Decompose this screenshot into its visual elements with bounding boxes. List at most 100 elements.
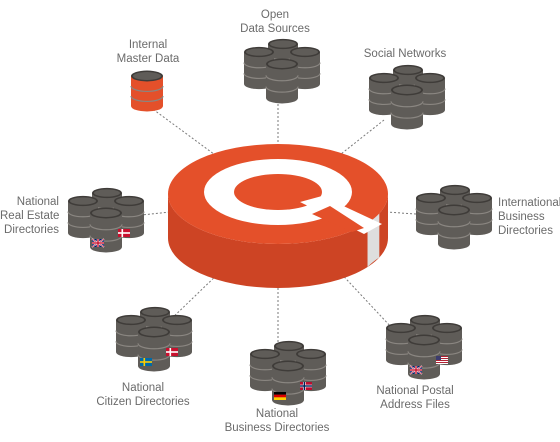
label-line: Directories xyxy=(4,224,59,236)
cylinder-top-inner xyxy=(118,316,144,324)
flag-us-icon xyxy=(436,356,448,364)
cylinder-top-inner xyxy=(371,74,397,82)
cylinder-top-inner xyxy=(142,308,168,316)
cylinder-top-inner xyxy=(434,324,460,332)
cylinder-ring xyxy=(437,232,471,239)
cylinder-top-inner xyxy=(116,197,142,205)
label-line: Data Sources xyxy=(240,23,310,35)
cylinder-ring xyxy=(390,101,424,108)
cylinder xyxy=(137,326,171,372)
cylinder-top-inner xyxy=(246,48,272,56)
cylinder-ring xyxy=(89,235,123,242)
database-cluster-icon-social xyxy=(368,64,446,130)
label-line: National xyxy=(255,408,299,420)
cylinder xyxy=(89,207,123,253)
flag-no-icon xyxy=(300,382,312,390)
flag-uk-icon xyxy=(91,238,105,248)
label-line: Social Networks xyxy=(363,48,447,60)
label-national-real-estate-directories: National Real Estate Directories xyxy=(0,195,59,237)
label-line: Open xyxy=(260,9,290,21)
cylinder xyxy=(390,84,424,130)
cylinder-top-inner xyxy=(252,350,278,358)
cylinder xyxy=(265,58,299,104)
label-line: Business Directories xyxy=(224,422,330,434)
flag-uk-icon xyxy=(409,365,423,375)
label-line: Internal xyxy=(128,39,168,51)
cylinder-top-inner xyxy=(292,48,318,56)
cylinder-top-inner xyxy=(70,197,96,205)
label-line: Master Data xyxy=(116,53,180,65)
label-internal-master-data: Internal Master Data xyxy=(103,38,193,66)
flag-de-icon xyxy=(274,392,286,400)
cylinder-ring xyxy=(137,343,171,350)
cylinder xyxy=(130,70,164,112)
label-line: Citizen Directories xyxy=(96,396,190,408)
cylinder-top-inner xyxy=(417,74,443,82)
database-cluster-icon-business xyxy=(249,340,327,406)
cylinder-ring xyxy=(407,351,441,358)
cylinder-top-inner xyxy=(412,316,438,324)
hub-side xyxy=(168,194,388,288)
connector-social xyxy=(335,119,385,159)
cylinder-top-inner xyxy=(274,362,302,370)
database-cluster-icon-open xyxy=(243,38,321,104)
cylinder-top-inner xyxy=(140,328,168,336)
cylinder xyxy=(437,204,471,250)
cylinder-top-inner xyxy=(164,316,190,324)
database-cluster-icon-realestate xyxy=(67,187,145,253)
cylinder-ring xyxy=(265,75,299,82)
label-line: International xyxy=(498,197,560,209)
cylinder-ring xyxy=(130,95,164,103)
central-hub xyxy=(168,144,388,288)
cylinder-top-inner xyxy=(393,86,421,94)
cylinder-top-inner xyxy=(395,66,421,74)
label-social-networks: Social Networks xyxy=(355,47,455,61)
label-line: Business xyxy=(498,211,545,223)
cylinder-top-inner xyxy=(464,194,490,202)
cylinder-bottom xyxy=(391,118,423,130)
cylinder-bottom xyxy=(131,100,163,112)
cylinder-ring xyxy=(407,362,441,369)
cylinder-ring xyxy=(89,224,123,231)
label-line: National xyxy=(121,382,165,394)
label-open-data-sources: Open Data Sources xyxy=(230,8,320,36)
q-logo-inner xyxy=(234,174,322,210)
label-line: Directories xyxy=(498,225,553,237)
label-national-business-directories: National Business Directories xyxy=(222,407,332,435)
label-national-postal-address-files: National Postal Address Files xyxy=(365,384,465,412)
database-cluster-icon-citizen xyxy=(115,306,193,372)
database-icons xyxy=(67,38,493,406)
cylinder-ring xyxy=(271,388,305,395)
label-line: National Postal xyxy=(376,385,454,397)
database-cluster-icon-postal xyxy=(385,314,463,380)
cylinder-ring xyxy=(390,112,424,119)
cylinder-top-inner xyxy=(276,342,302,350)
cylinder-top-inner xyxy=(440,206,468,214)
cylinder-top-inner xyxy=(133,72,161,80)
label-line: Address Files xyxy=(380,399,450,411)
flag-se-icon xyxy=(140,358,152,366)
cylinder-bottom xyxy=(438,238,470,250)
cylinder-ring xyxy=(265,86,299,93)
database-cluster-icon-intl xyxy=(415,184,493,250)
cylinder-ring xyxy=(137,354,171,361)
cylinder-top-inner xyxy=(442,186,468,194)
cylinder-ring xyxy=(437,221,471,228)
flag-dk-icon xyxy=(118,229,130,237)
cylinder-top-inner xyxy=(94,189,120,197)
cylinder-top-inner xyxy=(388,324,414,332)
label-international-business-directories: International Business Directories xyxy=(498,196,560,238)
label-national-citizen-directories: National Citizen Directories xyxy=(93,381,193,409)
cylinder-top-inner xyxy=(418,194,444,202)
cylinder-top-inner xyxy=(270,40,296,48)
flag-dk-icon xyxy=(166,348,178,356)
cylinder-top-inner xyxy=(298,350,324,358)
q-logo-tail-cut xyxy=(312,206,364,232)
label-line: National xyxy=(16,196,59,208)
cylinder-top-inner xyxy=(410,336,438,344)
connector-master xyxy=(149,106,223,161)
cylinder-top-inner xyxy=(268,60,296,68)
single-database-icon-highlighted xyxy=(130,70,164,112)
cylinder-bottom xyxy=(266,92,298,104)
